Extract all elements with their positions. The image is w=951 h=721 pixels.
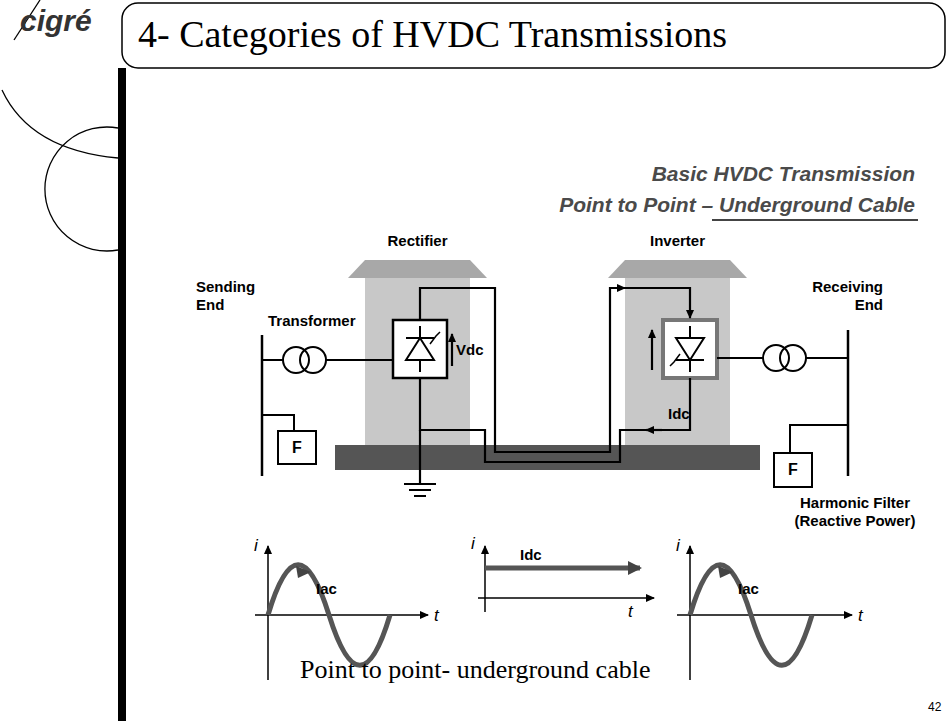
axis-label: t — [434, 606, 439, 626]
axis-label: i — [254, 536, 258, 556]
title-frame — [122, 3, 945, 68]
dc-cable — [470, 288, 625, 452]
ground-strip — [335, 445, 760, 470]
converter-station: Rectifier — [365, 278, 470, 445]
building — [365, 278, 470, 445]
signal-label: Idc — [520, 546, 542, 563]
curve-arrow — [718, 566, 733, 578]
current-curves — [268, 565, 812, 666]
part-label: Transformer — [268, 312, 356, 329]
axis-label: t — [858, 606, 863, 626]
current-label: Idc — [668, 405, 690, 422]
axis-label: i — [471, 534, 475, 554]
filter-symbol: F — [775, 461, 811, 479]
filter-symbol: F — [279, 439, 315, 457]
thyristor-valve — [663, 320, 717, 378]
roof — [348, 260, 487, 278]
signal-label: Iac — [738, 580, 759, 597]
curve-arrow — [296, 566, 311, 578]
end-label: Receiving End — [793, 278, 883, 314]
logo-arcs — [2, 0, 118, 251]
signal-label: Iac — [316, 580, 337, 597]
ac-network — [262, 330, 848, 476]
axis-label: t — [628, 602, 633, 622]
voltage-label: Vdc — [456, 341, 484, 358]
axis-label: i — [676, 536, 680, 556]
page-number: 42 — [928, 700, 941, 714]
roof — [608, 260, 747, 278]
underline — [712, 219, 918, 221]
wires — [404, 288, 690, 496]
filter-box: F — [773, 452, 813, 488]
side-bar — [118, 68, 126, 721]
end-label: Sending End — [196, 278, 266, 314]
filter-box: F — [277, 430, 317, 465]
subtitle: Basic HVDC Transmission — [652, 162, 915, 186]
building — [625, 278, 730, 445]
thyristor-valve — [393, 320, 447, 378]
filter-label: Harmonic Filter (Reactive Power) — [770, 494, 940, 530]
subtitle: Point to Point – Underground Cable — [559, 193, 915, 217]
station-heading: Rectifier — [365, 232, 470, 249]
caption: Point to point- underground cable — [300, 655, 650, 685]
converter-station: Inverter — [625, 278, 730, 445]
logo-text: cigré — [20, 4, 92, 38]
slide-title: 4- Categories of HVDC Transmissions — [138, 12, 727, 56]
station-heading: Inverter — [625, 232, 730, 249]
